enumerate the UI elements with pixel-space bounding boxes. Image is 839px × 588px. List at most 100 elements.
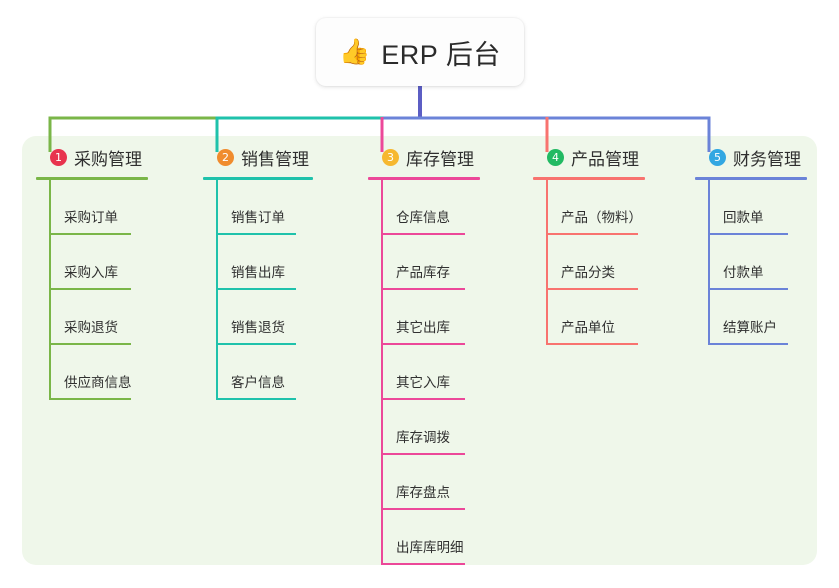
column-3: 3 库存管理仓库信息产品库存其它出库其它入库库存调拨库存盘点出库库明细 [368, 144, 480, 565]
leaf-rule [708, 233, 788, 235]
column-header-2[interactable]: 2 销售管理 [203, 144, 313, 170]
leaf-item[interactable]: 结算账户 [695, 290, 807, 345]
leaf-label: 库存调拨 [396, 430, 450, 445]
leaf-rule [49, 398, 131, 400]
leaf-rule [381, 563, 465, 565]
column-header-3[interactable]: 3 库存管理 [368, 144, 480, 170]
column-badge-4: 4 [547, 148, 564, 166]
leaf-rule [216, 398, 296, 400]
column-rule-2 [203, 177, 313, 180]
leaf-label: 其它入库 [396, 375, 450, 390]
leaf-label: 产品库存 [396, 265, 450, 280]
column-title-5: 财务管理 [733, 149, 801, 169]
leaf-item[interactable]: 产品分类 [533, 235, 645, 290]
leaf-label: 产品单位 [561, 320, 615, 335]
leaf-label: 其它出库 [396, 320, 450, 335]
leaf-label: 库存盘点 [396, 485, 450, 500]
leaf-label: 结算账户 [723, 320, 777, 335]
column-5: 5 财务管理回款单付款单结算账户 [695, 144, 807, 345]
leaf-rule [216, 233, 296, 235]
leaf-item[interactable]: 仓库信息 [368, 180, 480, 235]
leaf-list-1: 采购订单采购入库采购退货供应商信息 [36, 180, 148, 400]
column-rule-1 [36, 177, 148, 180]
leaf-label: 回款单 [723, 210, 764, 225]
column-header-1[interactable]: 1 采购管理 [36, 144, 148, 170]
leaf-label: 采购入库 [64, 265, 118, 280]
column-badge-3: 3 [382, 148, 399, 166]
leaf-item[interactable]: 出库库明细 [368, 510, 480, 565]
leaf-rule [546, 233, 638, 235]
leaf-item[interactable]: 销售退货 [203, 290, 313, 345]
leaf-item[interactable]: 供应商信息 [36, 345, 148, 400]
leaf-item[interactable]: 产品单位 [533, 290, 645, 345]
root-node-content: 👍 ERP 后台 [339, 33, 501, 72]
leaf-rule [381, 343, 465, 345]
leaf-rule [708, 343, 788, 345]
leaf-list-4: 产品（物料） 产品分类产品单位 [533, 180, 645, 345]
root-title: ERP 后台 [381, 39, 501, 70]
leaf-item[interactable]: 产品库存 [368, 235, 480, 290]
leaf-item[interactable]: 付款单 [695, 235, 807, 290]
leaf-rule [381, 233, 465, 235]
leaf-rule [546, 288, 638, 290]
column-title-4: 产品管理 [571, 149, 639, 169]
leaf-item[interactable]: 其它出库 [368, 290, 480, 345]
leaf-rule [216, 288, 296, 290]
leaf-rule [49, 288, 131, 290]
leaf-label: 付款单 [723, 265, 764, 280]
column-spine-5 [708, 180, 710, 345]
leaf-item[interactable]: 客户信息 [203, 345, 313, 400]
column-title-2: 销售管理 [241, 149, 309, 169]
column-rule-5 [695, 177, 807, 180]
column-badge-2: 2 [217, 148, 234, 166]
column-1: 1 采购管理采购订单采购入库采购退货供应商信息 [36, 144, 148, 400]
column-spine-2 [216, 180, 218, 400]
column-2: 2 销售管理销售订单销售出库销售退货客户信息 [203, 144, 313, 400]
leaf-item[interactable]: 库存盘点 [368, 455, 480, 510]
leaf-label: 产品（物料） [561, 210, 642, 225]
diagram-background-panel [22, 136, 817, 565]
leaf-item[interactable]: 采购订单 [36, 180, 148, 235]
leaf-item[interactable]: 回款单 [695, 180, 807, 235]
column-spine-3 [381, 180, 383, 565]
leaf-label: 销售退货 [231, 320, 285, 335]
leaf-item[interactable]: 库存调拨 [368, 400, 480, 455]
thumbs-up-icon: 👍 [339, 37, 371, 66]
leaf-item[interactable]: 采购入库 [36, 235, 148, 290]
leaf-rule [381, 288, 465, 290]
leaf-label: 采购退货 [64, 320, 118, 335]
leaf-item[interactable]: 采购退货 [36, 290, 148, 345]
leaf-list-2: 销售订单销售出库销售退货客户信息 [203, 180, 313, 400]
column-badge-5: 5 [709, 148, 726, 166]
leaf-label: 销售订单 [231, 210, 285, 225]
leaf-label: 销售出库 [231, 265, 285, 280]
column-rule-3 [368, 177, 480, 180]
leaf-item[interactable]: 销售订单 [203, 180, 313, 235]
leaf-label: 产品分类 [561, 265, 615, 280]
leaf-label: 出库库明细 [396, 540, 464, 555]
leaf-label: 供应商信息 [64, 375, 132, 390]
leaf-item[interactable]: 产品（物料） [533, 180, 645, 235]
leaf-item[interactable]: 销售出库 [203, 235, 313, 290]
column-rule-4 [533, 177, 645, 180]
leaf-rule [708, 288, 788, 290]
leaf-rule [49, 233, 131, 235]
leaf-rule [216, 343, 296, 345]
leaf-label: 客户信息 [231, 375, 285, 390]
leaf-list-5: 回款单付款单结算账户 [695, 180, 807, 345]
leaf-item[interactable]: 其它入库 [368, 345, 480, 400]
leaf-rule [381, 398, 465, 400]
leaf-rule [49, 343, 131, 345]
column-4: 4 产品管理产品（物料） 产品分类产品单位 [533, 144, 645, 345]
column-badge-1: 1 [50, 148, 67, 166]
column-title-1: 采购管理 [74, 149, 142, 169]
leaf-rule [381, 508, 465, 510]
leaf-label: 采购订单 [64, 210, 118, 225]
column-header-5[interactable]: 5 财务管理 [695, 144, 807, 170]
root-node[interactable]: 👍 ERP 后台 [316, 18, 524, 86]
column-spine-4 [546, 180, 548, 345]
column-spine-1 [49, 180, 51, 400]
column-header-4[interactable]: 4 产品管理 [533, 144, 645, 170]
column-title-3: 库存管理 [406, 149, 474, 169]
